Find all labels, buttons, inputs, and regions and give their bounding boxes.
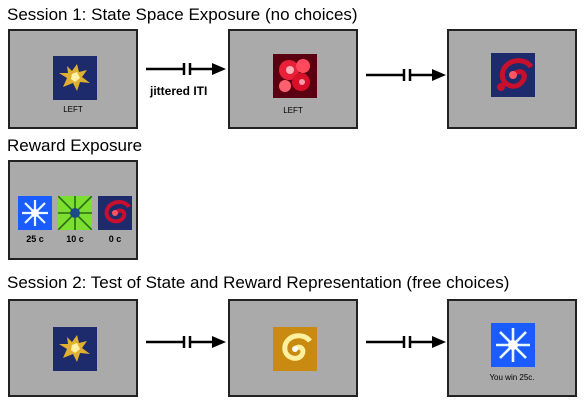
- arrow-right-icon: [146, 336, 226, 348]
- screen-caption-left: LEFT: [63, 105, 83, 114]
- session2-screen-3: You win 25c.: [447, 299, 577, 397]
- session2-screen-2: [228, 299, 358, 397]
- reward-value-label: 0 c: [108, 234, 122, 244]
- session2-title: Session 2: Test of State and Reward Repr…: [7, 273, 510, 292]
- gold-fractal-on-navy-icon: [53, 327, 97, 371]
- session2-screen-1: [8, 299, 138, 397]
- jittered-iti-label: jittered ITI: [150, 84, 208, 98]
- green-starburst-fractal-icon: [58, 196, 92, 230]
- red-bubble-fractal-icon: [273, 54, 317, 98]
- screen-caption-left: LEFT: [283, 106, 303, 115]
- reward-value-label: 25 c: [26, 234, 44, 244]
- blue-starburst-fractal-icon: [491, 323, 535, 367]
- reward-exposure-screen: 25 c 10 c 0 c: [8, 160, 138, 260]
- arrow-right-icon: [366, 336, 446, 348]
- red-spiral-fractal-icon: [98, 196, 132, 230]
- blue-starburst-fractal-icon: [18, 196, 52, 230]
- arrow-right-icon: [366, 69, 446, 81]
- session1-screen-3: [447, 29, 577, 129]
- arrow-right-icon: [146, 63, 226, 75]
- gold-swirl-fractal-icon: [273, 327, 317, 371]
- session1-screen-1: LEFT: [8, 29, 138, 129]
- session1-screen-2: LEFT: [228, 29, 358, 129]
- red-spiral-on-navy-icon: [491, 53, 535, 97]
- session1-title: Session 1: State Space Exposure (no choi…: [7, 5, 358, 24]
- gold-fractal-on-navy-icon: [53, 56, 97, 100]
- reward-feedback-text: You win 25c.: [489, 373, 535, 382]
- reward-value-label: 10 c: [66, 234, 84, 244]
- reward-exposure-title: Reward Exposure: [7, 136, 143, 155]
